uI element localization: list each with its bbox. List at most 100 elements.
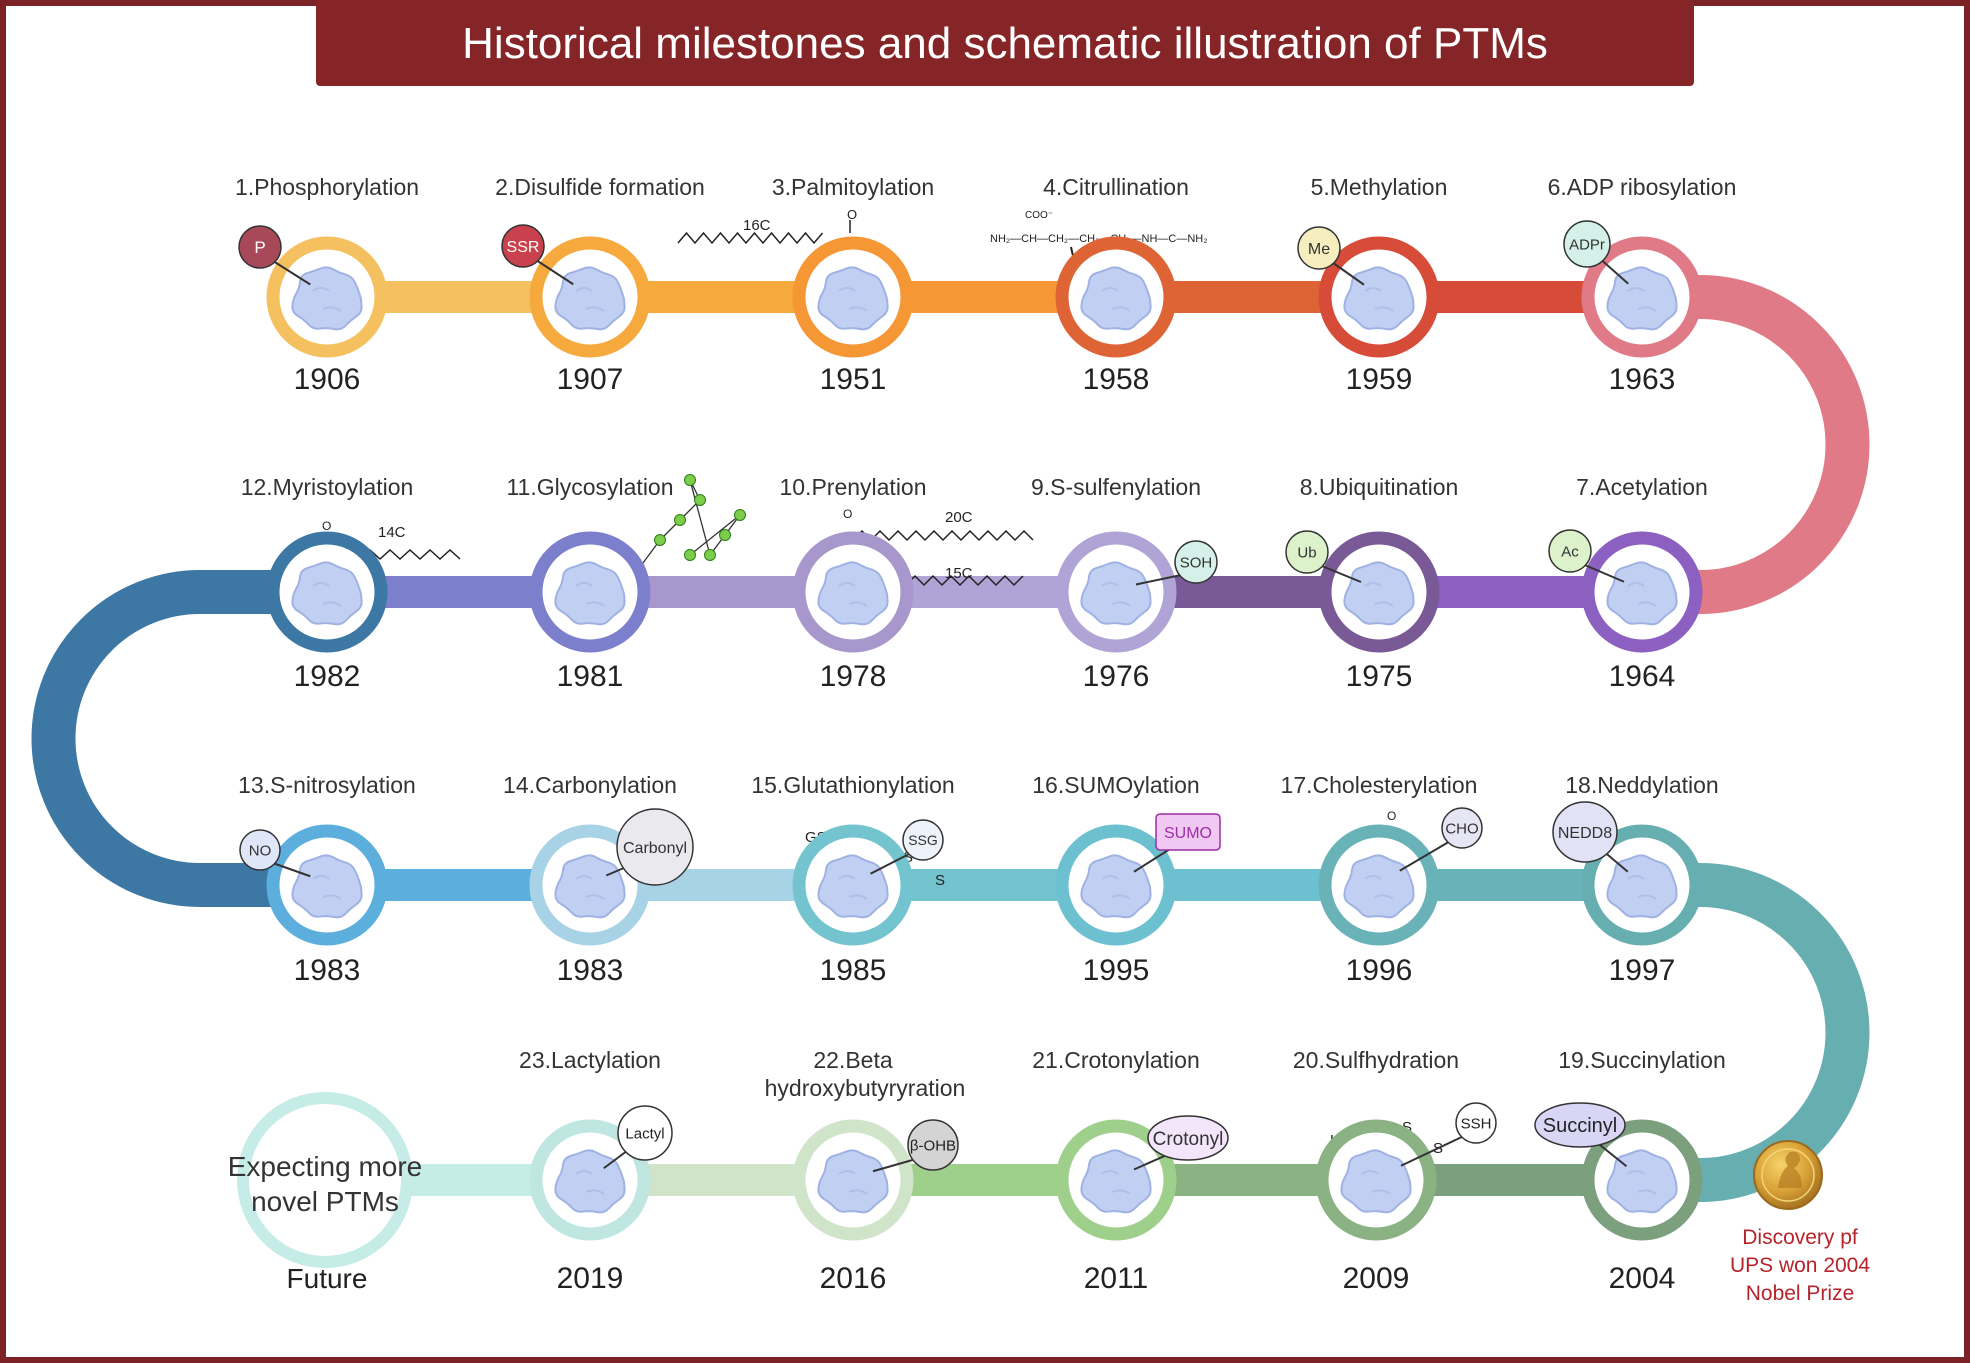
milestone-label: 18.Neddylation xyxy=(1565,772,1718,798)
protein-icon xyxy=(1606,561,1678,626)
protein-texture xyxy=(1364,875,1394,900)
milestone-node xyxy=(1581,236,1703,358)
protein-icon xyxy=(1606,266,1678,331)
tag-shape xyxy=(616,808,694,886)
milestone-node xyxy=(266,236,388,358)
tag-label: CHO xyxy=(1445,820,1478,837)
milestone-year: 1975 xyxy=(1346,660,1413,693)
page-title: Historical milestones and schematic illu… xyxy=(462,19,1548,68)
protein-texture xyxy=(838,582,868,607)
protein-texture xyxy=(575,287,605,312)
nobel-line2: UPS won 2004 xyxy=(1730,1254,1870,1277)
milestone-label: 10.Prenylation xyxy=(779,474,926,500)
protein-icon xyxy=(817,854,889,919)
milestone-node xyxy=(792,1119,914,1241)
glycan-residue-icon xyxy=(674,514,686,526)
tag-shape xyxy=(1174,540,1218,584)
future-year: Future xyxy=(287,1263,368,1294)
milestone-node xyxy=(792,236,914,358)
tag-shape xyxy=(1147,1115,1229,1161)
modification-tag: CHO xyxy=(1441,807,1483,849)
milestone-year: 2019 xyxy=(557,1262,624,1295)
milestone-node xyxy=(792,531,914,653)
protein-texture xyxy=(1627,287,1657,312)
modification-tag: Me xyxy=(1297,226,1341,270)
tag-connector xyxy=(532,257,574,286)
milestone-node xyxy=(1055,531,1177,653)
protein-texture xyxy=(838,1170,868,1195)
milestone-node xyxy=(1318,531,1440,653)
milestone-node xyxy=(1581,824,1703,946)
modification-tag: Succinyl xyxy=(1534,1102,1626,1148)
modification-tag: SSR xyxy=(501,224,545,268)
tag-shape xyxy=(617,1105,673,1161)
milestone-label: 16.SUMOylation xyxy=(1032,772,1199,798)
glycan-residue-icon xyxy=(704,549,716,561)
tag-label: SOH xyxy=(1180,554,1213,571)
milestone-year: 1997 xyxy=(1609,954,1676,987)
tag-connector xyxy=(1316,563,1362,583)
title-banner: Historical milestones and schematic illu… xyxy=(316,0,1694,86)
milestone-label: 22.Beta xyxy=(813,1047,892,1073)
milestone-node xyxy=(1318,236,1440,358)
tag-shape xyxy=(1155,813,1221,851)
sulfur-label: S xyxy=(1402,1119,1412,1136)
glycan-residue-icon xyxy=(684,474,696,486)
tag-label: Carbonyl xyxy=(623,840,687,857)
protein-icon xyxy=(817,266,889,331)
modification-tag: Ac xyxy=(1548,529,1592,573)
protein-texture xyxy=(838,287,868,312)
tag-label: SUMO xyxy=(1164,825,1212,842)
protein-icon xyxy=(1080,854,1152,919)
milestone-year: 2011 xyxy=(1084,1262,1149,1295)
milestone-year: 1995 xyxy=(1083,954,1150,987)
milestone-node xyxy=(1055,824,1177,946)
milestone-label-line2: hydroxybutyryration xyxy=(765,1075,966,1101)
protein-texture xyxy=(1364,287,1394,312)
glycan-residue-icon xyxy=(684,549,696,561)
tag-label: Lactyl xyxy=(625,1125,664,1142)
tag-connector xyxy=(269,258,311,286)
tag-shape xyxy=(501,224,545,268)
protein-icon xyxy=(1340,1149,1412,1214)
sulfur-label: S xyxy=(903,849,913,866)
milestone-label: 23.Lactylation xyxy=(519,1047,661,1073)
glycan-residue-icon xyxy=(694,494,706,506)
tag-shape xyxy=(238,225,282,269)
milestone-year: 1976 xyxy=(1083,660,1150,693)
milestone-year: 1983 xyxy=(294,954,361,987)
modification-tag: SSH xyxy=(1455,1102,1497,1144)
glycan-bond xyxy=(689,514,741,556)
modification-tag: β-OHB xyxy=(907,1119,959,1171)
modification-tag: SSG xyxy=(902,819,944,861)
modification-tag: ADPr xyxy=(1563,220,1611,268)
tag-shape xyxy=(1441,807,1483,849)
citrulline-formula: NH₂—CH—CH₂—CH₂—CH₂—NH—C—NH₂ xyxy=(990,233,1208,245)
milestone-node xyxy=(1315,1119,1437,1241)
protein-texture xyxy=(1101,287,1131,312)
milestone-year: 2016 xyxy=(820,1262,887,1295)
track-curve xyxy=(31,570,327,907)
tag-connector xyxy=(269,861,311,878)
milestone-label: 13.S-nitrosylation xyxy=(238,772,416,798)
modification-tag: SOH xyxy=(1174,540,1218,584)
tag-label: SSG xyxy=(908,832,938,848)
nobel-medal-icon xyxy=(1753,1140,1823,1210)
milestone-label: 5.Methylation xyxy=(1311,174,1448,200)
tag-connector xyxy=(1399,839,1453,872)
milestone-label: 11.Glycosylation xyxy=(506,474,673,500)
protein-texture xyxy=(1101,875,1131,900)
tag-connector xyxy=(1579,562,1625,583)
glycan-bond xyxy=(689,479,711,556)
protein-icon xyxy=(1080,1149,1152,1214)
protein-icon xyxy=(1343,561,1415,626)
tag-shape xyxy=(907,1119,959,1171)
milestone-label: 17.Cholesterylation xyxy=(1281,772,1478,798)
tag-shape xyxy=(902,819,944,861)
milestone-year: 1982 xyxy=(294,660,361,693)
protein-texture xyxy=(312,287,342,312)
milestone-node xyxy=(1055,1119,1177,1241)
prenyl-chain-20c xyxy=(852,529,1034,542)
